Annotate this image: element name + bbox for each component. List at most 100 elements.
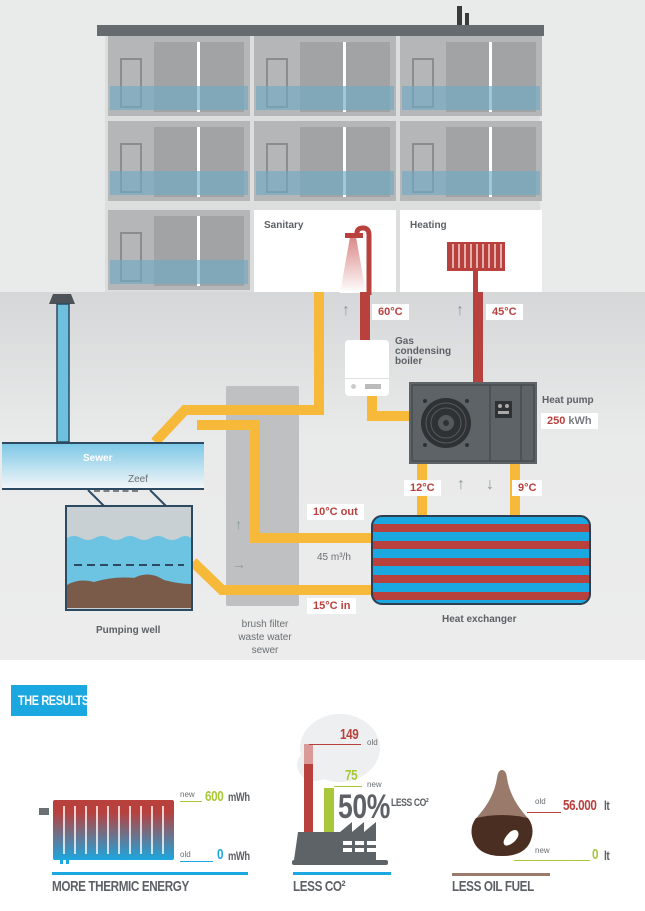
apartment-unit bbox=[108, 210, 250, 290]
heat-pump-energy-tag: 250 kWh bbox=[541, 413, 598, 429]
oil-underline bbox=[452, 873, 550, 876]
oil-old-unit-text: lt bbox=[604, 798, 610, 813]
hot-water-pipe bbox=[360, 292, 370, 342]
thermic-caption-text: MORE THERMIC ENERGY bbox=[52, 878, 189, 895]
thermic-old-unit: mWh bbox=[228, 849, 256, 863]
inflow-temp-tag: 15°C in bbox=[307, 598, 357, 614]
boiler-line3: boiler bbox=[395, 356, 423, 367]
heating-temp-tag: 45°C bbox=[486, 304, 523, 320]
radiator-icon bbox=[447, 242, 505, 294]
boiler-line2: condensing bbox=[395, 346, 452, 357]
apartment-unit bbox=[108, 121, 250, 201]
up-arrow-icon: ↑ bbox=[342, 302, 350, 319]
chimney-icon bbox=[457, 6, 462, 25]
apartment-unit bbox=[254, 36, 396, 116]
flow-rate-label: 45 m³/h bbox=[317, 552, 351, 563]
co2-percent-label: LESS CO² bbox=[391, 797, 439, 809]
thermic-new-label: new bbox=[180, 790, 195, 799]
thermic-old-value: 0 bbox=[217, 846, 225, 863]
yellow-pipe-overlay bbox=[151, 405, 372, 595]
heat-pump-label: Heat pump bbox=[542, 395, 594, 406]
co2-percent: 50% bbox=[338, 788, 405, 827]
thermic-caption: MORE THERMIC ENERGY bbox=[52, 878, 228, 895]
zeef-label: Zeef bbox=[128, 474, 149, 485]
co2-percent-text: 50% bbox=[338, 788, 390, 826]
results-title: THE RESULTS bbox=[18, 692, 89, 708]
co2-old-line bbox=[309, 744, 361, 745]
down-arrow-icon: ↓ bbox=[486, 476, 494, 493]
apartment-unit bbox=[108, 36, 250, 116]
pumping-well bbox=[65, 490, 193, 611]
oil-new-unit-text: lt bbox=[604, 848, 610, 863]
thermic-underline bbox=[52, 872, 248, 875]
co2-new-number: 75 bbox=[345, 767, 358, 784]
heat-pump bbox=[409, 382, 537, 464]
thermic-old-label: old bbox=[180, 850, 191, 859]
vent-pipe bbox=[49, 294, 75, 442]
sewer-pipe bbox=[2, 442, 204, 490]
oil-caption-text: LESS OIL FUEL bbox=[452, 878, 534, 895]
oil-new-label: new bbox=[535, 846, 550, 855]
oil-old-label: old bbox=[535, 797, 546, 806]
zeef-screen bbox=[94, 490, 138, 492]
oil-old-line bbox=[527, 812, 561, 813]
thermic-new-unit: mWh bbox=[228, 790, 256, 804]
brush-filter-line2: waste water sewer bbox=[238, 632, 292, 656]
up-arrow-icon: ↑ bbox=[457, 476, 465, 493]
oil-new-unit: lt bbox=[604, 848, 611, 863]
outflow-temp-tag: 10°C out bbox=[307, 504, 364, 520]
thermic-new-line bbox=[180, 801, 202, 802]
oil-old-unit: lt bbox=[604, 798, 611, 813]
sanitary-temp-tag: 60°C bbox=[372, 304, 409, 320]
oil-new-number: 0 bbox=[592, 846, 599, 863]
oil-new-line bbox=[514, 860, 590, 861]
co2-old-value: 149 bbox=[340, 726, 364, 743]
oil-caption: LESS OIL FUEL bbox=[452, 878, 557, 895]
hp-return-temp-tag: 9°C bbox=[512, 480, 543, 496]
factory-icon bbox=[292, 714, 388, 865]
apartment-unit bbox=[400, 36, 542, 116]
hp-supply-temp-tag: 12°C bbox=[404, 480, 441, 496]
co2-old-label: old bbox=[367, 738, 378, 747]
pumping-well-label: Pumping well bbox=[96, 625, 161, 636]
sanitary-room: Sanitary bbox=[254, 210, 396, 292]
thermic-new-number: 600 bbox=[205, 788, 224, 805]
chimney-icon bbox=[465, 13, 469, 25]
co2-underline bbox=[293, 872, 391, 875]
co2-caption: LESS CO² bbox=[293, 878, 360, 895]
sanitary-label: Sanitary bbox=[264, 220, 304, 231]
sewer-label: Sewer bbox=[83, 453, 113, 464]
heating-pipe bbox=[473, 292, 483, 387]
boiler-line1: Gas bbox=[395, 336, 414, 347]
apartment-unit bbox=[254, 121, 396, 201]
thermic-new-value: 600 bbox=[205, 788, 229, 805]
heat-exchanger-label: Heat exchanger bbox=[442, 614, 517, 625]
thermic-old-line bbox=[180, 861, 213, 862]
oil-drop-icon bbox=[471, 770, 533, 856]
oil-new-value: 0 bbox=[592, 846, 600, 863]
heat-pump-energy-value: 250 bbox=[547, 415, 566, 427]
co2-new-label: new bbox=[367, 780, 382, 789]
results-badge: THE RESULTS bbox=[11, 685, 89, 716]
building-roof bbox=[97, 25, 544, 36]
gas-boiler bbox=[345, 340, 389, 396]
brush-filter-label: brush filter waste water sewer bbox=[224, 618, 306, 657]
radiator-result-icon bbox=[39, 800, 174, 864]
right-arrow-icon: → bbox=[232, 556, 246, 572]
co2-new-value: 75 bbox=[345, 767, 361, 784]
thermic-new-unit-text: mWh bbox=[228, 790, 250, 804]
heating-label: Heating bbox=[410, 220, 447, 231]
heat-pump-energy-unit: kWh bbox=[568, 415, 592, 427]
gas-boiler-label: Gas condensing boiler bbox=[395, 337, 451, 367]
up-arrow-icon: ↑ bbox=[456, 302, 464, 319]
thermic-old-unit-text: mWh bbox=[228, 849, 250, 863]
co2-caption-text: LESS CO² bbox=[293, 878, 346, 895]
oil-old-number: 56.000 bbox=[563, 797, 597, 814]
oil-old-value: 56.000 bbox=[563, 797, 606, 814]
thermic-old-number: 0 bbox=[217, 846, 224, 863]
co2-percent-label-text: LESS CO² bbox=[391, 797, 429, 809]
heat-exchanger bbox=[371, 515, 591, 605]
co2-new-line bbox=[334, 786, 362, 787]
brush-filter-line1: brush filter bbox=[241, 619, 289, 630]
co2-old-number: 149 bbox=[340, 726, 359, 743]
